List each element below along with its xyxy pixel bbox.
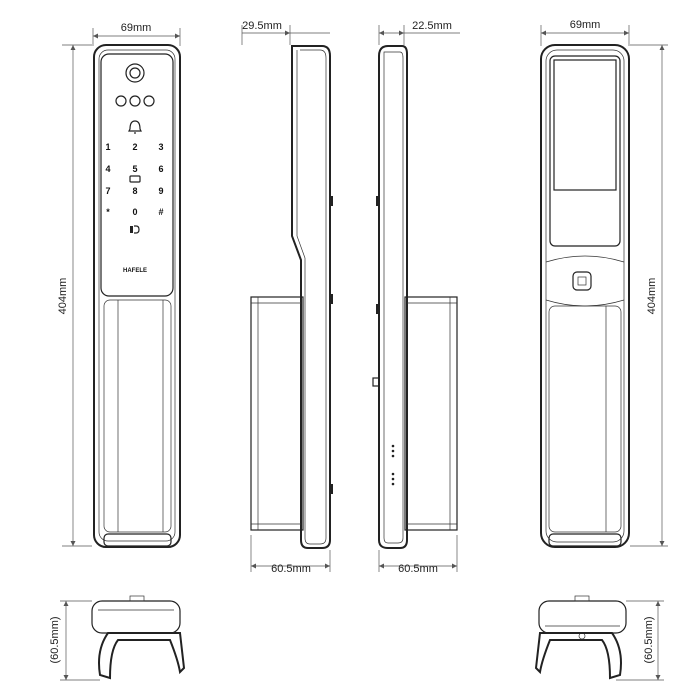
display-screen: [553, 59, 617, 191]
top-view-left-handle: [98, 632, 186, 680]
top-view-left-body: [91, 600, 181, 634]
keypad-panel: [100, 53, 174, 297]
key-star[interactable]: *: [106, 207, 110, 217]
back-display-frame: [549, 55, 621, 247]
top-view-right-handle: [534, 632, 622, 680]
key-7[interactable]: 7: [105, 186, 110, 196]
top-view-right: (60.5mm): [534, 595, 664, 681]
handle-section: [103, 299, 172, 533]
key-9[interactable]: 9: [158, 186, 163, 196]
side-view-back: 22.5mm 60.5mm: [372, 20, 460, 575]
back-handle-section: [548, 305, 622, 533]
key-5[interactable]: 5: [132, 164, 137, 174]
fingerprint-sensor-icon[interactable]: [130, 225, 140, 234]
key-4[interactable]: 4: [105, 164, 110, 174]
side-profile-body: [291, 45, 331, 549]
side-bottom-front-label: 60.5mm: [271, 563, 311, 575]
top-view-left: (60.5mm): [49, 595, 186, 681]
key-2[interactable]: 2: [132, 142, 137, 152]
side-depth-front-label: 29.5mm: [242, 20, 282, 32]
front-height-label: 404mm: [57, 278, 69, 315]
back-outer-body: [540, 44, 630, 548]
handle-release-button[interactable]: [572, 271, 592, 291]
key-1[interactable]: 1: [105, 142, 110, 152]
top-view-right-body: [538, 600, 627, 634]
back-height-label: 404mm: [646, 278, 658, 315]
front-outer-body: [93, 44, 181, 548]
key-6[interactable]: 6: [158, 164, 163, 174]
camera-icon: [125, 63, 145, 83]
door-block-back: [404, 296, 458, 531]
sensor-dots: [115, 95, 155, 107]
top-view-left-label: (60.5mm): [49, 616, 61, 663]
back-profile-body: [378, 45, 408, 549]
card-icon: [129, 175, 141, 183]
keypad: 1 2 3 4 5 6 7 8 9 * 0 #: [105, 142, 163, 217]
back-width-label: 69mm: [570, 19, 601, 31]
speaker-holes: [391, 444, 395, 486]
brand-logo: HAFELE: [123, 268, 147, 274]
bell-icon[interactable]: [128, 120, 142, 134]
door-block: [250, 296, 304, 531]
key-0[interactable]: 0: [132, 207, 137, 217]
back-view: 69mm 404mm: [540, 19, 668, 548]
front-view: 69mm 404mm: [57, 22, 181, 548]
key-8[interactable]: 8: [132, 186, 137, 196]
side-depth-back-label: 22.5mm: [412, 20, 452, 32]
top-view-right-label: (60.5mm): [643, 616, 655, 663]
side-view-front: 29.5mm 60.5mm: [241, 20, 333, 575]
front-width-label: 69mm: [121, 22, 152, 34]
key-3[interactable]: 3: [158, 142, 163, 152]
key-hash[interactable]: #: [158, 207, 163, 217]
side-bottom-back-label: 60.5mm: [398, 563, 438, 575]
